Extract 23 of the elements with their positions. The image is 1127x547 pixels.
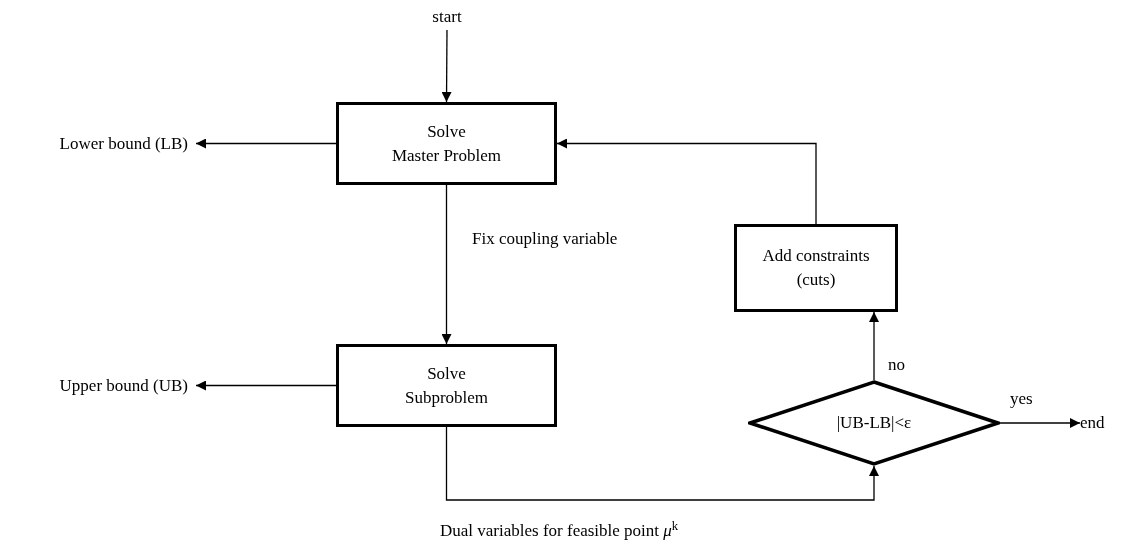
process-box — [336, 344, 557, 427]
arrow — [195, 380, 337, 391]
node-text: end — [1080, 412, 1105, 435]
arrow — [441, 29, 452, 103]
node-text: (cuts) — [796, 269, 836, 291]
arrow — [195, 138, 337, 149]
arrow — [556, 138, 817, 225]
node-text: |UB-LB|<ε — [836, 412, 912, 435]
node-text: Add constraints — [762, 245, 870, 268]
node-text: Solve — [427, 362, 466, 385]
node-text: Master Problem — [391, 144, 502, 167]
process-box — [336, 102, 557, 185]
node-text: Lower bound (LB) — [59, 132, 188, 155]
process-box — [734, 224, 898, 312]
node-text: Subproblem — [404, 386, 489, 409]
arrow — [999, 418, 1081, 428]
node-text: Upper bound (UB) — [59, 374, 188, 397]
node-text: Solve — [427, 120, 466, 143]
arrow — [445, 426, 879, 501]
decision-diamond — [748, 380, 1000, 466]
node-text: start — [432, 6, 462, 29]
arrow — [869, 311, 879, 381]
arrow — [441, 184, 452, 345]
